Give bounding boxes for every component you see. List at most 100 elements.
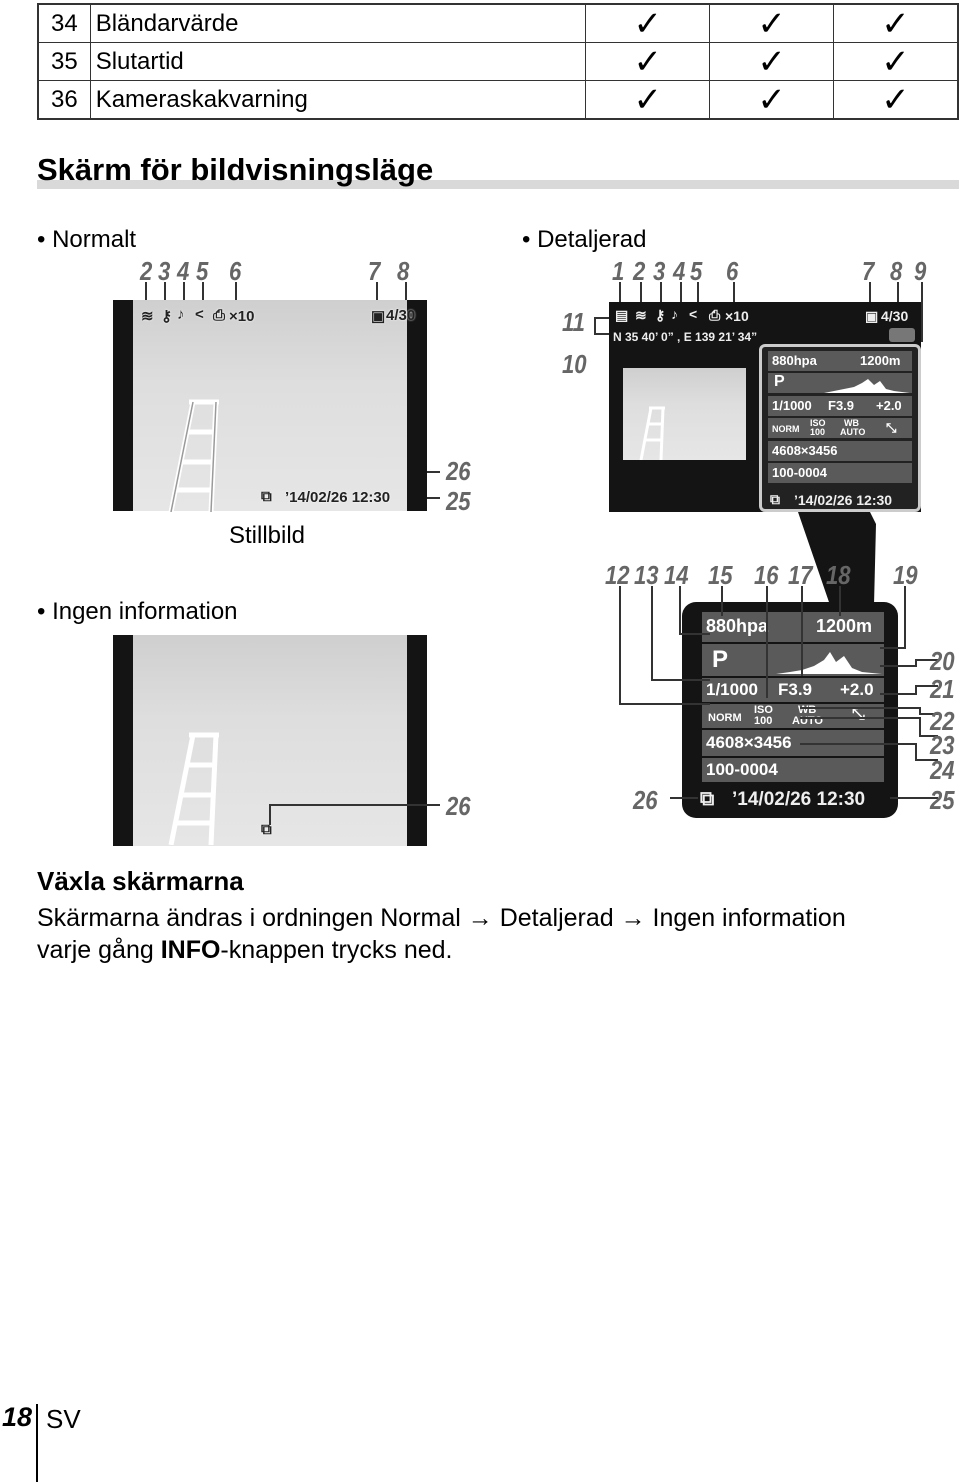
row-number: 34: [37, 3, 91, 43]
callout-number: 7: [368, 256, 381, 286]
histogram-row: P: [768, 373, 912, 393]
file-row: 100-0004: [702, 758, 884, 782]
row-number: 35: [37, 42, 91, 81]
check-icon: ✓: [709, 80, 835, 120]
row-label: Kameraskakvarning: [89, 80, 587, 120]
image-type-icon: ⧉: [261, 821, 272, 838]
check-icon: ✓: [585, 80, 711, 120]
callout-number: 20: [930, 646, 955, 676]
wb-value: AUTO: [840, 427, 866, 437]
footer-divider: [36, 1404, 38, 1482]
histogram-graphic: [776, 652, 882, 674]
switch-line-2-post: -knappen trycks ned.: [220, 936, 453, 964]
row-number: 36: [37, 80, 91, 120]
resolution-value: 4608×3456: [772, 443, 838, 458]
callout-number: 4: [673, 256, 686, 286]
callout-number: 13: [634, 560, 659, 590]
callout-number: 6: [229, 256, 242, 286]
info-button-label: INFO: [160, 936, 221, 964]
callout-number: 14: [664, 560, 689, 590]
table-row: 35 Slutartid ✓ ✓ ✓: [37, 42, 959, 81]
protect-icon: ⚷: [161, 308, 172, 325]
image-type-icon: ⧉: [700, 788, 715, 810]
resolution-value: 4608×3456: [706, 733, 792, 752]
settings-table: 34 Bländarvärde ✓ ✓ ✓ 35 Slutartid ✓ ✓ ✓…: [37, 3, 959, 120]
battery-icon: ▤: [615, 307, 629, 323]
callout-number: 2: [140, 256, 153, 286]
callout-number: 24: [930, 755, 955, 785]
sound-icon: ♪: [671, 306, 678, 322]
date-time: ’14/02/26 12:30: [285, 489, 391, 506]
callout-number: 16: [754, 560, 779, 590]
callout-lines: [619, 586, 938, 799]
callout-number: 23: [930, 730, 955, 760]
callout-number: 26: [446, 791, 471, 821]
detailed-screen: ▤ ≋ ⚷ ♪ < ⎙ ×10 ▣ 4/30 N 35 40’ 0” , E 1…: [609, 302, 921, 512]
file-number-value: 100-0004: [772, 465, 827, 480]
check-icon: ✓: [833, 80, 959, 120]
quality-value: NORM: [772, 424, 800, 434]
mode-value: P: [712, 646, 729, 673]
file-row: 100-0004: [768, 463, 912, 483]
callout-number: 2: [633, 256, 646, 286]
aperture-value: F3.9: [828, 398, 855, 413]
pressure-row: 880hpa 1200m: [702, 612, 884, 642]
wifi-icon: ≋: [635, 307, 647, 323]
normal-screen: ≋ ⚷ ♪ < ⎙ ×10 ▣ 4/30 ⧉ ’14/02/26 12:30: [113, 300, 427, 512]
language-code: SV: [46, 1404, 81, 1434]
section-title: Skärm för bildvisningsläge: [37, 152, 434, 187]
stabilizer-icon: ⤡: [886, 420, 897, 435]
row-label: Bländarvärde: [89, 3, 587, 43]
callout-number: 9: [914, 256, 927, 286]
image-type-icon: ⧉: [770, 491, 780, 507]
zoom-panel: 880hpa 1200m P 1/1000 F3.9 +2.0 NORM ISO…: [682, 602, 898, 818]
pressure-value: 880hpa: [772, 353, 817, 368]
check-icon: ✓: [585, 3, 711, 43]
table-row: 34 Bländarvärde ✓ ✓ ✓: [37, 3, 959, 43]
callout-number: 21: [930, 674, 955, 704]
file-number-value: 100-0004: [706, 760, 778, 779]
frame-counter: 4/30: [881, 308, 909, 324]
exposure-row: 1/1000 F3.9 +2.0: [768, 396, 912, 416]
card-icon: ▣: [371, 308, 386, 325]
altitude-value: 1200m: [816, 616, 873, 636]
page-number: 18: [2, 1402, 33, 1432]
check-icon: ✓: [585, 42, 711, 81]
zoom-wedge: [798, 512, 876, 605]
exposure-value: +2.0: [876, 398, 902, 413]
callout-number: 26: [633, 785, 658, 815]
callout-number: 26: [446, 456, 471, 486]
normal-caption: Stillbild: [229, 522, 306, 549]
print-count: ×10: [725, 308, 749, 324]
noinfo-label: • Ingen information: [37, 598, 238, 625]
settings-row: NORM ISO 100 WB AUTO ⤡: [768, 418, 912, 438]
date-time: ’14/02/26 12:30: [794, 492, 893, 508]
noinfo-screen: ⧉: [113, 635, 427, 846]
protect-icon: ⚷: [655, 307, 666, 323]
pressure-value: 880hpa: [706, 616, 769, 636]
info-panel: 880hpa 1200m P 1/1000 F3.9 +2.0 NORM ISO…: [759, 344, 921, 512]
callout-number: 11: [562, 307, 585, 337]
callout-number: 7: [862, 256, 875, 286]
callout-number: 25: [930, 785, 955, 815]
callout-number: 25: [446, 486, 471, 516]
lifeguard-tower-image: [639, 406, 665, 460]
callout-number: 8: [397, 256, 410, 286]
lifeguard-tower-image: [168, 732, 219, 845]
iso-value: 100: [754, 715, 773, 727]
quality-value: NORM: [708, 712, 742, 724]
share-icon: <: [689, 306, 698, 322]
iso-label: ISO: [810, 418, 826, 428]
check-icon: ✓: [833, 3, 959, 43]
sound-icon: ♪: [177, 306, 185, 323]
histogram-graphic: [824, 379, 910, 393]
exposure-row: 1/1000 F3.9 +2.0: [702, 678, 884, 702]
heading-underline: [37, 180, 959, 189]
callout-number: 4: [177, 256, 190, 286]
check-icon: ✓: [709, 42, 835, 81]
wb-label: WB: [844, 418, 859, 428]
switch-line-1: Skärmarna ändras i ordningen Normal → De…: [37, 904, 846, 932]
normal-label: • Normalt: [37, 226, 137, 253]
frame-counter: 4/30: [386, 307, 416, 324]
wifi-icon: ≋: [141, 308, 154, 325]
